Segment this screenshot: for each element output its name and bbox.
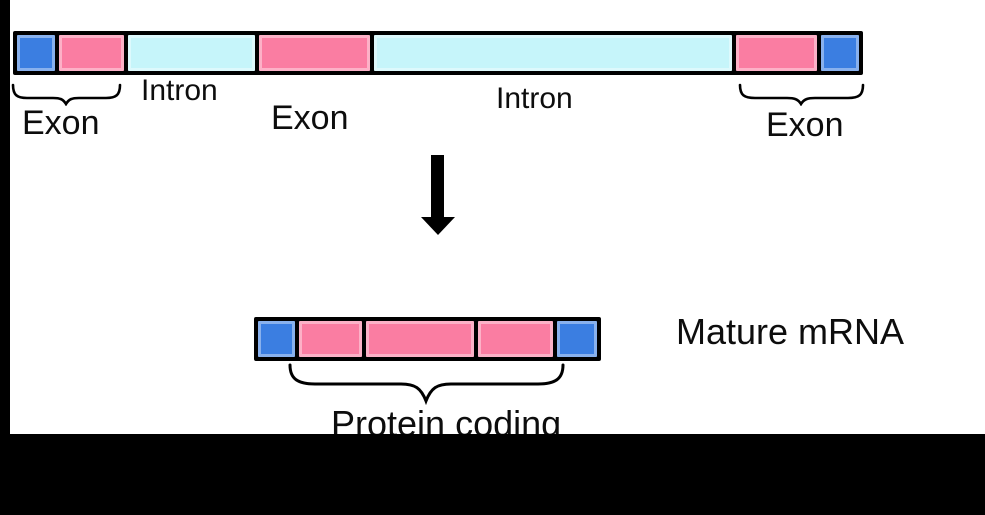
coding-exon-segment xyxy=(58,35,124,71)
down-arrow-icon xyxy=(421,155,455,235)
utr-exon-segment xyxy=(556,321,597,357)
mature-mrna-label: Mature mRNA xyxy=(676,311,905,352)
exon-right-label: Exon xyxy=(766,106,844,144)
exon-middle-label: Exon xyxy=(271,99,349,137)
protein-coding-brace xyxy=(288,363,565,405)
coding-exon-segment xyxy=(365,321,474,357)
intron-right-label: Intron xyxy=(496,82,573,115)
coding-exon-segment xyxy=(477,321,553,357)
intron-segment xyxy=(373,35,732,71)
bottom-black-bar xyxy=(0,434,985,515)
intron-left-label: Intron xyxy=(141,74,218,107)
utr-exon-segment xyxy=(17,35,55,71)
left-black-strip xyxy=(0,0,10,437)
coding-exon-segment xyxy=(259,35,370,71)
coding-exon-segment xyxy=(735,35,817,71)
mature-mrna-bar xyxy=(254,317,601,361)
exon-left-label: Exon xyxy=(22,104,100,142)
coding-exon-segment xyxy=(299,321,362,357)
intron-segment xyxy=(127,35,255,71)
utr-exon-segment xyxy=(820,35,860,71)
utr-exon-segment xyxy=(258,321,296,357)
pre-mrna-bar xyxy=(13,31,863,75)
exon-right-brace xyxy=(738,83,865,106)
exon-left-brace xyxy=(11,83,122,106)
